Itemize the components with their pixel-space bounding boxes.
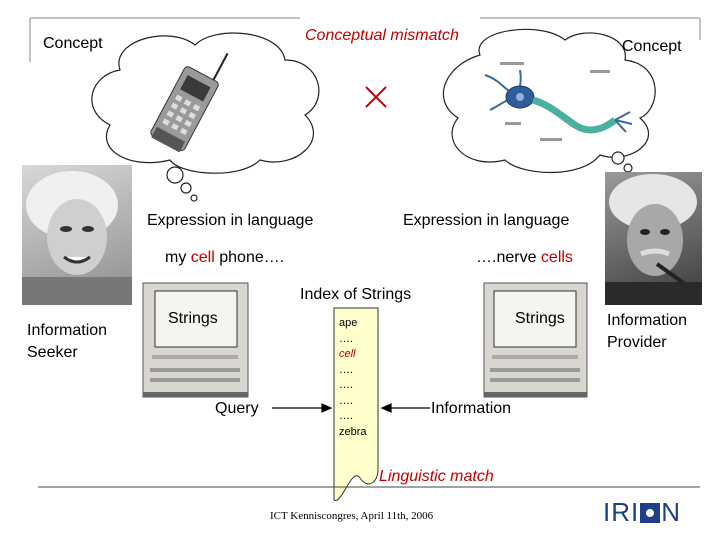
index-item: ….: [339, 332, 354, 345]
query-label: Query: [215, 400, 259, 417]
footer-text: ICT Kenniscongres, April 11th, 2006: [270, 510, 434, 522]
information-seeker-label: Information Seeker: [27, 320, 107, 364]
strings-left-label: Strings: [168, 310, 218, 327]
expression-right-label: Expression in language: [403, 212, 570, 229]
index-list: ape …. cell …. …. …. …. zebra: [339, 316, 367, 440]
phrase-right: ….nerve cells: [476, 249, 573, 267]
index-item: ….: [339, 394, 354, 407]
concept-left-label: Concept: [43, 35, 103, 52]
phrase-right-highlight: cells: [540, 249, 573, 266]
logo-text-right: N: [661, 497, 682, 527]
logo-text-left: IRI: [603, 497, 640, 527]
index-item: ape: [339, 317, 358, 329]
computer-left: [142, 282, 249, 398]
mismatch-cross-icon: [365, 86, 387, 108]
phrase-left-suffix: phone….: [214, 249, 285, 266]
seeker-photo: [22, 165, 132, 305]
linguistic-match-label: Linguistic match: [379, 468, 494, 485]
thought-cloud-right: [442, 28, 656, 180]
expression-left-label: Expression in language: [147, 212, 314, 229]
seeker-label-line-1: Information: [27, 322, 108, 339]
phrase-left-highlight: cell: [190, 249, 215, 266]
index-item: cell: [339, 348, 356, 360]
index-item: zebra: [339, 425, 367, 438]
provider-label-line-2: Provider: [607, 334, 667, 351]
provider-label-line-1: Information: [607, 312, 688, 329]
index-item: ….: [339, 410, 354, 422]
query-arrow: [272, 403, 333, 413]
information-arrow: [380, 403, 430, 413]
index-item: ….: [339, 363, 354, 376]
logo-square: [640, 503, 661, 523]
neuron-icon: [484, 62, 633, 141]
conceptual-mismatch-label: Conceptual mismatch: [305, 27, 459, 44]
provider-photo: [605, 172, 702, 305]
index-item: ….: [339, 379, 354, 391]
irion-logo: IRI N: [603, 497, 681, 528]
information-provider-label: Information Provider: [607, 310, 687, 354]
seeker-label-line-2: Seeker: [27, 344, 78, 361]
concept-right-label: Concept: [622, 38, 682, 55]
computer-right: [483, 282, 588, 398]
strings-right-label: Strings: [515, 310, 565, 327]
phrase-left-prefix: my: [165, 249, 191, 266]
information-label: Information: [431, 400, 512, 417]
index-of-strings-title: Index of Strings: [300, 286, 412, 303]
index-strip: [333, 307, 379, 501]
phrase-right-prefix: ….nerve: [476, 249, 541, 266]
cell-phone-icon: [150, 52, 229, 153]
phrase-left: my cell phone….: [165, 249, 284, 267]
